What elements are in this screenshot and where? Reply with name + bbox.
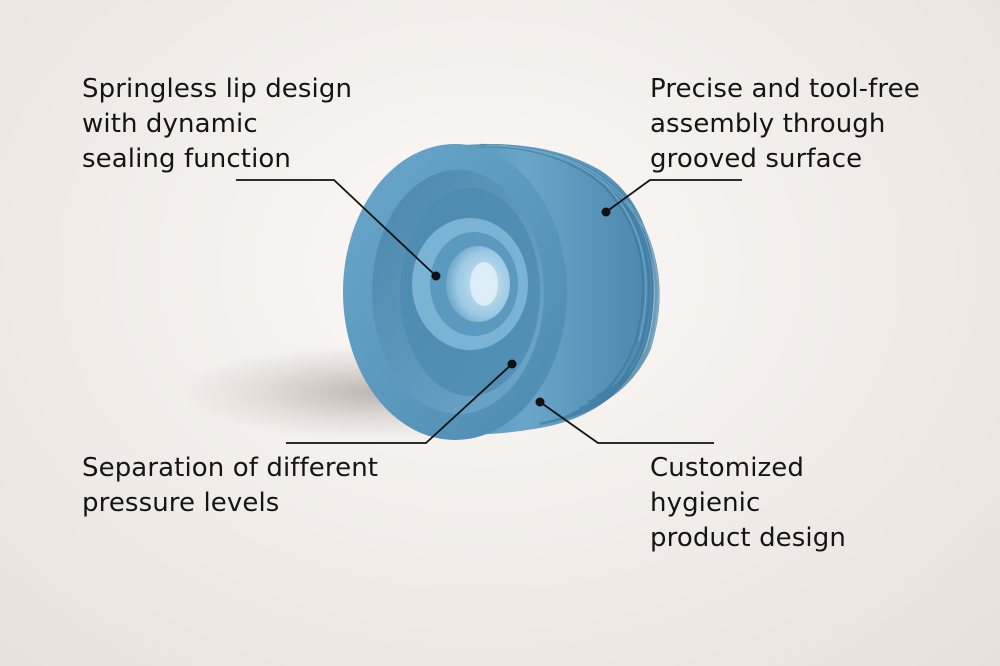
callout-grooved-surface: Precise and tool-free assembly through g…: [650, 72, 920, 177]
leader-hygienic-design: [539, 401, 714, 444]
leader-pressure-separation: [286, 363, 513, 444]
callout-lip-design-line-3: sealing function: [82, 144, 291, 174]
callout-leaders: [236, 179, 742, 444]
callout-hygienic-design: Customized hygienic product design: [650, 451, 846, 556]
dot-grooved-surface: [601, 207, 611, 217]
leader-grooved-surface: [605, 179, 742, 213]
callout-hygienic-design-line-3: product design: [650, 523, 846, 553]
callout-lip-design-line-2: with dynamic: [82, 109, 258, 139]
callout-lip-design-line-1: Springless lip design: [82, 74, 353, 104]
dot-hygienic-design: [535, 397, 545, 407]
callout-pressure-separation-line-2: pressure levels: [82, 488, 280, 518]
callout-pressure-separation: Separation of different pressure levels: [82, 451, 378, 521]
leader-lip-design: [236, 179, 437, 277]
sealing-lip: [412, 218, 528, 350]
callout-hygienic-design-line-2: hygienic: [650, 488, 761, 518]
callout-grooved-surface-line-1: Precise and tool-free: [650, 74, 920, 104]
callout-dots: [431, 207, 611, 407]
dot-pressure-separation: [507, 359, 517, 369]
callout-pressure-separation-line-1: Separation of different: [82, 453, 379, 483]
dot-lip-design: [431, 271, 441, 281]
callout-hygienic-design-line-1: Customized: [650, 453, 804, 483]
callout-grooved-surface-line-2: assembly through: [650, 109, 886, 139]
callout-lip-design: Springless lip design with dynamic seali…: [82, 72, 352, 177]
callout-grooved-surface-line-3: grooved surface: [650, 144, 863, 174]
